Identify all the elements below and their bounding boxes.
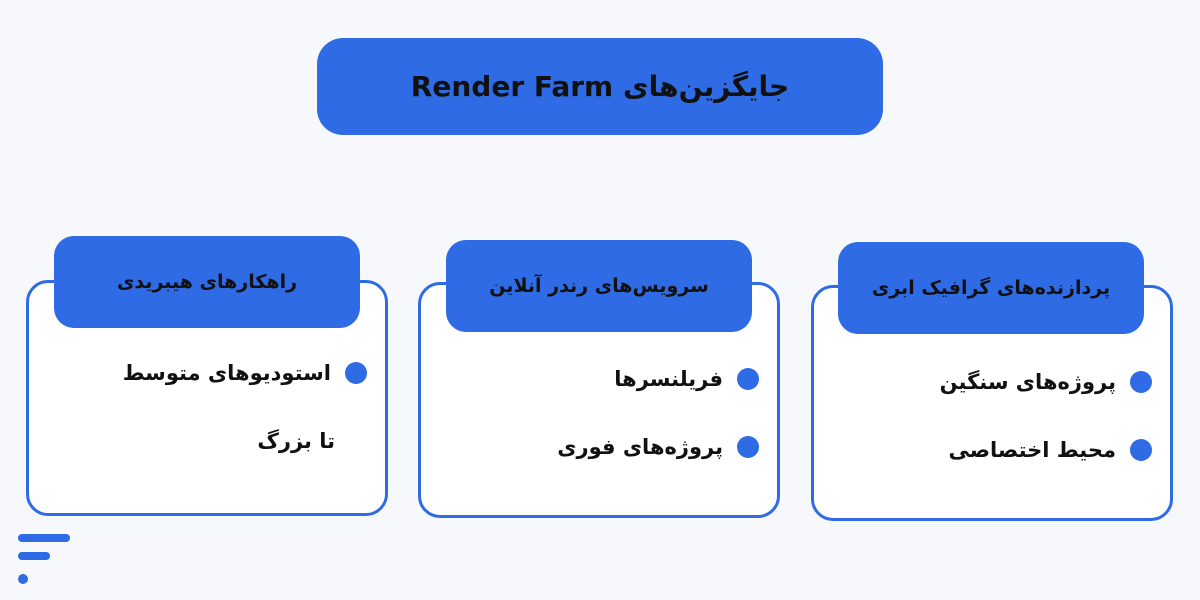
list-item: محیط اختصاصی: [948, 438, 1152, 462]
list-item-label: محیط اختصاصی: [948, 438, 1116, 462]
bullet-icon: [345, 362, 367, 384]
list-item-label: فریلنسرها: [614, 367, 723, 391]
list-item-label: پروژه‌های فوری: [557, 435, 723, 459]
bullet-icon: [1130, 439, 1152, 461]
page-title: جایگزین‌های Render Farm: [317, 38, 883, 135]
card-heading-online-render: سرویس‌های رندر آنلاین: [446, 240, 752, 332]
bullet-icon: [1130, 371, 1152, 393]
card-heading-cloud-gpu: پردازنده‌های گرافیک ابری: [838, 242, 1144, 334]
list-item: استودیوهای متوسط: [123, 361, 367, 385]
list-item: پروژه‌های سنگین: [940, 370, 1152, 394]
list-item-label: استودیوهای متوسط: [122, 361, 331, 385]
bullet-icon: [737, 368, 759, 390]
bullet-icon: [737, 436, 759, 458]
list-item: فریلنسرها: [614, 367, 759, 391]
list-item: پروژه‌های فوری: [557, 435, 759, 459]
list-item-label: پروژه‌های سنگین: [939, 370, 1116, 394]
list-item-continuation: تا بزرگ: [257, 429, 335, 453]
card-heading-hybrid: راهکارهای هیبریدی: [54, 236, 360, 328]
